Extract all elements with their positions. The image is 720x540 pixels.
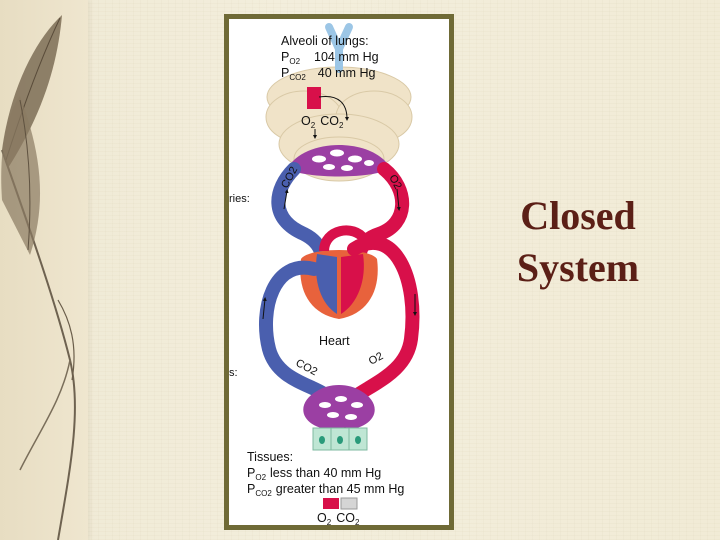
heart-label: Heart [319, 334, 350, 348]
leaf-lower [1, 96, 41, 255]
slide-title: Closed System [478, 190, 678, 294]
lung-o2-box [307, 87, 321, 109]
lungs-heading: Alveoli of lungs: [281, 34, 369, 48]
pulmonary-capillaries-label: ries: [229, 193, 250, 205]
tissues-pco2-value: greater than 45 mm Hg [276, 482, 405, 496]
lungs-po2-value: 104 mm Hg [314, 50, 379, 64]
leaf-twig [57, 299, 75, 381]
slide-title-line-1: Closed [520, 193, 636, 238]
vessel-label-lower-right: O2 [367, 350, 386, 367]
aorta [347, 235, 420, 401]
bronchus [325, 23, 353, 73]
slide-title-line-2: System [516, 245, 640, 290]
pulmonary-capillary-bed [287, 145, 391, 177]
leaf-lower-vein [19, 99, 31, 251]
tissue-cells [312, 427, 368, 451]
systemic-capillaries-label: s: [229, 367, 238, 379]
systemic-vein [259, 260, 331, 401]
dried-leaf-decoration [1, 15, 76, 540]
tissues-po2-value: less than 40 mm Hg [270, 466, 381, 480]
lungs-pco2-value: 40 mm Hg [318, 66, 376, 80]
leaf-stem-branch [19, 359, 71, 471]
systemic-capillary-bed [303, 385, 375, 431]
tissues-heading: Tissues: [247, 450, 293, 464]
tissue-o2-box [323, 498, 339, 509]
tissue-co2-box [340, 497, 358, 510]
